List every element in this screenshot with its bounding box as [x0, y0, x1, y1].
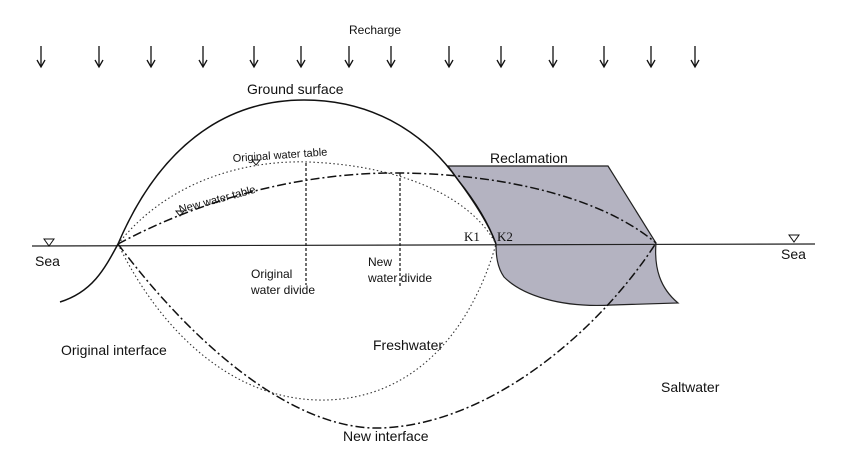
water-table-marker-new — [174, 210, 186, 217]
sea-left-label: Sea — [35, 253, 60, 269]
recharge-arrow — [599, 46, 609, 69]
sea-level-line — [31, 243, 816, 247]
sea-level-symbol-left — [43, 238, 55, 247]
recharge-arrow — [146, 46, 156, 69]
original-water-divide-label-line2: water divide — [250, 283, 315, 297]
k2-label: K2 — [497, 229, 513, 244]
recharge-arrow — [36, 46, 46, 69]
freshwater-label: Freshwater — [373, 337, 443, 353]
ground-surface-line — [59, 99, 497, 303]
recharge-arrows — [36, 46, 700, 69]
k1-label: K1 — [464, 229, 480, 244]
sea-right-label: Sea — [781, 246, 806, 262]
new-water-table-label: New water table — [178, 184, 257, 216]
sea-level-symbol-right — [788, 234, 800, 243]
original-interface-label: Original interface — [61, 342, 167, 358]
recharge-arrow — [198, 46, 208, 69]
ground-surface-label: Ground surface — [247, 81, 344, 97]
recharge-arrow — [690, 46, 700, 69]
recharge-arrow — [344, 46, 354, 69]
new-water-divide-label-line1: New — [368, 255, 392, 269]
recharge-arrow — [548, 46, 558, 69]
original-interface-line — [117, 243, 497, 401]
recharge-arrow — [296, 46, 306, 69]
reclamation-area — [446, 165, 680, 307]
original-water-table-line — [117, 161, 497, 245]
reclamation-label: Reclamation — [490, 150, 568, 166]
recharge-arrow — [386, 46, 396, 69]
water-table-marker-original — [250, 159, 262, 166]
recharge-arrow — [646, 46, 656, 69]
original-water-divide-label-line1: Original — [251, 267, 292, 281]
saltwater-label: Saltwater — [661, 379, 720, 395]
new-water-table-line — [117, 172, 657, 245]
recharge-arrow — [444, 46, 454, 69]
recharge-arrow — [94, 46, 104, 69]
recharge-arrow — [249, 46, 259, 69]
new-interface-line — [117, 242, 657, 429]
new-interface-label: New interface — [343, 428, 429, 444]
recharge-label: Recharge — [349, 23, 401, 37]
recharge-arrow — [496, 46, 506, 69]
new-water-divide-label-line2: water divide — [367, 271, 432, 285]
